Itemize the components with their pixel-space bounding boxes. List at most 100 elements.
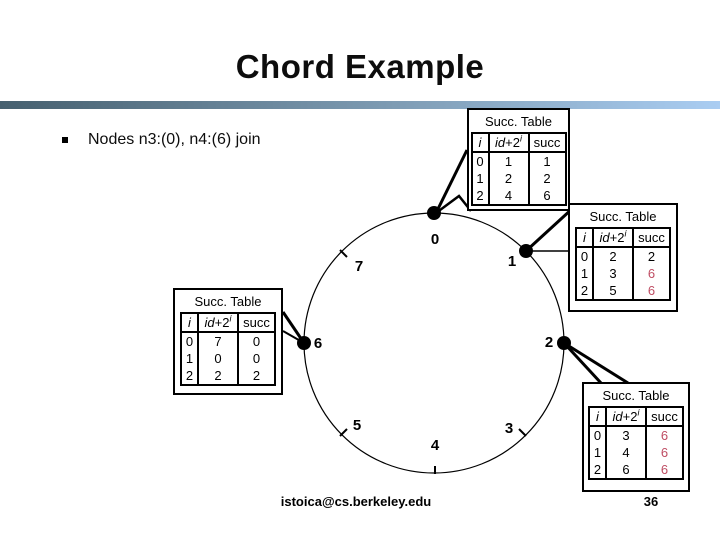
cell-i: 2 [180,367,199,385]
page-number: 36 [643,494,659,509]
cell-i: 1 [180,350,199,367]
callout-pointer-node2-a [562,341,603,385]
cell-id: 2 [487,170,530,187]
tick-position-5 [339,428,348,437]
callout-pointer-node0-a [434,149,469,214]
header-i: i [180,313,199,333]
cell-id: 7 [197,332,239,350]
ring-label-0: 0 [431,231,439,248]
header-succ: succ [527,133,567,153]
slide-title: Chord Example [235,48,485,85]
cell-id: 3 [605,426,647,444]
cell-succ: 2 [632,247,671,265]
cell-i: 0 [588,426,607,444]
succ-table-header-row: i id+2i succ [588,407,684,427]
header-i: i [588,407,607,427]
header-i: i [470,133,490,153]
callout-pointer-node2-b [563,341,629,385]
cell-id: 3 [592,265,634,282]
succ-table-header-row: i id+2i succ [470,133,567,153]
cell-succ: 6 [645,461,684,479]
cell-i: 0 [470,152,490,170]
succ-table-header-row: i id+2i succ [180,313,276,333]
title-underline-bar [0,101,720,109]
cell-i: 2 [588,461,607,479]
cell-i: 0 [575,247,594,265]
cell-id: 6 [605,461,647,479]
cell-i: 1 [470,170,490,187]
header-id: id+2i [197,313,239,333]
header-i: i [575,228,594,248]
cell-succ: 0 [237,332,276,350]
footer-email: istoica@cs.berkeley.edu [280,494,432,509]
succ-table-title: Succ. Table [602,388,670,403]
callout-pointer-node1-a [524,206,575,253]
cell-id: 2 [197,367,239,385]
header-id: id+2i [605,407,647,427]
ring-label-3: 3 [505,420,513,437]
cell-succ: 6 [632,282,671,300]
node-dot-2 [557,336,571,350]
tick-position-3 [518,428,527,437]
cell-id: 1 [487,152,530,170]
cell-i: 2 [470,187,490,205]
node-dot-1 [519,244,533,258]
cell-i: 1 [575,265,594,282]
node-dot-6 [297,336,311,350]
succ-table-header-row: i id+2i succ [575,228,671,248]
cell-succ: 6 [645,444,684,461]
bullet-item: Nodes n3:(0), n4:(6) join [62,131,261,149]
ring-label-2: 2 [545,334,553,351]
succ-table-title: Succ. Table [589,209,657,224]
cell-id: 5 [592,282,634,300]
succ-table-title: Succ. Table [194,294,262,309]
ring-label-5: 5 [353,417,361,434]
header-succ: succ [632,228,671,248]
cell-id: 0 [197,350,239,367]
tick-position-7 [339,249,348,258]
cell-succ: 0 [237,350,276,367]
bullet-marker [62,137,68,143]
ring-label-7: 7 [355,258,363,275]
cell-i: 1 [588,444,607,461]
cell-id: 2 [592,247,634,265]
cell-succ: 6 [527,187,567,205]
header-succ: succ [237,313,276,333]
header-id: id+2i [592,228,634,248]
cell-succ: 2 [237,367,276,385]
cell-succ: 6 [645,426,684,444]
cell-id: 4 [605,444,647,461]
header-id: id+2i [487,133,530,153]
cell-id: 4 [487,187,530,205]
succ-table-title: Succ. Table [485,114,552,129]
ring-label-1: 1 [508,253,516,270]
node-dot-0 [427,206,441,220]
cell-succ: 1 [527,152,567,170]
cell-succ: 2 [527,170,567,187]
cell-i: 2 [575,282,594,300]
cell-succ: 6 [632,265,671,282]
bullet-text: Nodes n3:(0), n4:(6) join [88,131,261,148]
ring-label-4: 4 [431,437,440,454]
ring-label-6: 6 [314,335,322,352]
